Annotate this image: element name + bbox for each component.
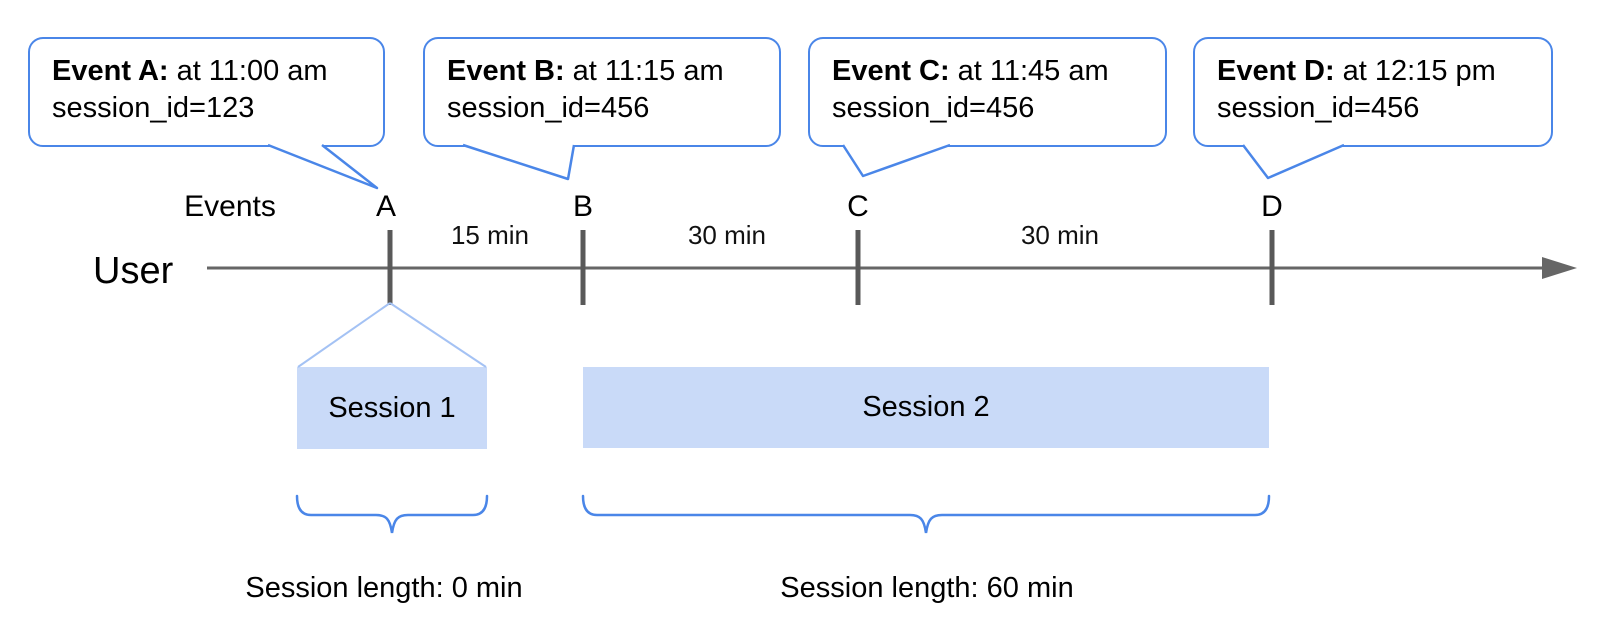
session-2-brace <box>581 494 1271 534</box>
session-funnel-left-line <box>297 302 391 368</box>
interval-label-c-d: 30 min <box>1020 220 1100 250</box>
callout-tail-b <box>462 143 576 181</box>
callout-title: Event D: <box>1217 55 1335 87</box>
event-letter-b: B <box>572 190 594 223</box>
callout-session-id: session_id=123 <box>52 92 255 124</box>
session-1-brace <box>295 494 489 534</box>
session-funnel-right-line <box>389 302 487 368</box>
callout-title: Event A: <box>52 55 169 87</box>
callout-time: at 12:15 pm <box>1342 55 1496 87</box>
interval-label-b-c: 30 min <box>687 220 767 250</box>
session-2-bar: Session 2 <box>583 367 1269 448</box>
callout-line-1: Event B:at 11:15 am <box>447 53 759 90</box>
callout-session-id: session_id=456 <box>1217 92 1420 124</box>
events-label: Events <box>184 190 276 223</box>
timeline-arrowhead <box>1542 257 1577 279</box>
event-letter-d: D <box>1261 190 1283 223</box>
callout-line-1: Event D:at 12:15 pm <box>1217 53 1531 90</box>
callout-event-a: Event A:at 11:00 am session_id=123 <box>28 37 385 147</box>
callout-line-1: Event A:at 11:00 am <box>52 53 363 90</box>
event-letter-a: A <box>375 190 397 223</box>
session-2-label: Session 2 <box>862 391 990 423</box>
callout-tail-d <box>1242 143 1345 180</box>
interval-label-a-b: 15 min <box>450 220 530 250</box>
callout-title: Event C: <box>832 55 950 87</box>
callout-tail-a <box>267 143 379 190</box>
user-label: User <box>93 250 174 292</box>
session-2-length-label: Session length: 60 min <box>780 572 1074 604</box>
callout-title: Event B: <box>447 55 565 87</box>
callout-event-d: Event D:at 12:15 pm session_id=456 <box>1193 37 1553 147</box>
callout-line-1: Event C:at 11:45 am <box>832 53 1145 90</box>
callout-event-c: Event C:at 11:45 am session_id=456 <box>808 37 1167 147</box>
event-letter-c: C <box>847 190 869 223</box>
callout-session-id: session_id=456 <box>832 92 1035 124</box>
session-1-label: Session 1 <box>328 391 456 424</box>
callout-session-id: session_id=456 <box>447 92 650 124</box>
callout-tail-c <box>841 143 951 178</box>
session-1-length-label: Session length: 0 min <box>245 572 523 604</box>
session-1-bar: Session 1 <box>297 367 487 449</box>
callout-time: at 11:45 am <box>957 55 1109 87</box>
callout-time: at 11:00 am <box>176 55 328 87</box>
callout-event-b: Event B:at 11:15 am session_id=456 <box>423 37 781 147</box>
callout-time: at 11:15 am <box>572 55 724 87</box>
